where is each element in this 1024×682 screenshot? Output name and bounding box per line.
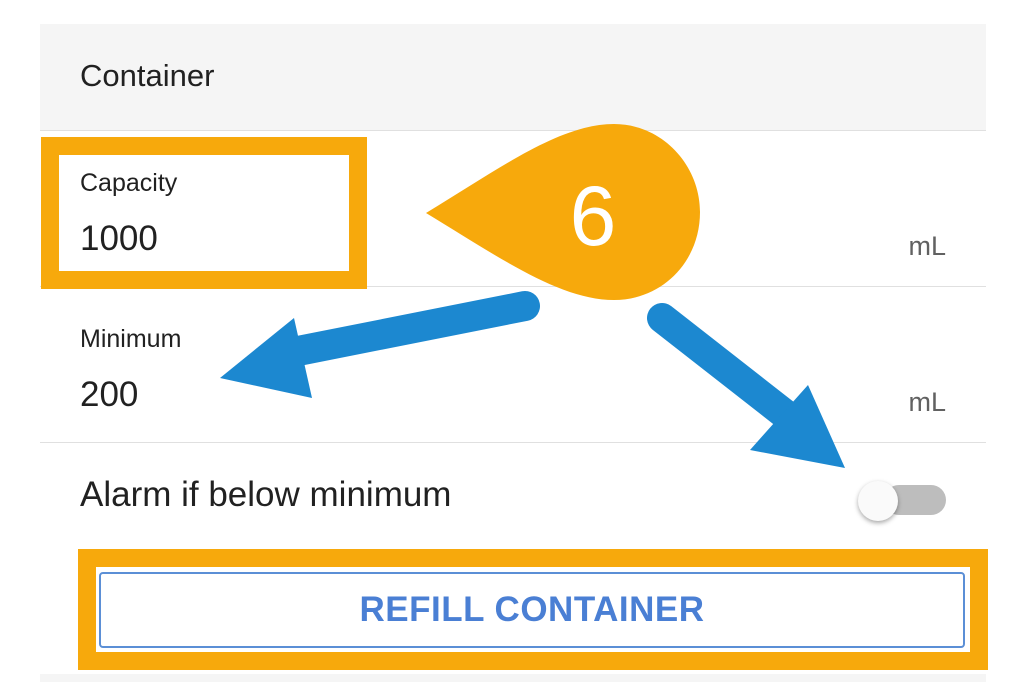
toggle-thumb — [858, 481, 898, 521]
refill-container-button[interactable]: REFILL CONTAINER — [99, 572, 965, 648]
alarm-row: Alarm if below minimum — [40, 443, 986, 549]
minimum-unit: mL — [908, 387, 946, 417]
minimum-input[interactable] — [80, 375, 800, 415]
capacity-label: Capacity — [80, 169, 178, 197]
alarm-label: Alarm if below minimum — [80, 475, 452, 514]
section-title: Container — [80, 58, 215, 93]
bottom-divider — [40, 674, 986, 682]
capacity-unit: mL — [908, 231, 946, 261]
section-header: Container — [40, 24, 986, 131]
minimum-row: Minimum mL — [40, 287, 986, 443]
container-settings-panel: Container Capacity mL Minimum mL Alarm i… — [40, 24, 986, 682]
capacity-input[interactable] — [80, 219, 800, 259]
alarm-toggle[interactable] — [858, 481, 948, 521]
minimum-label: Minimum — [80, 325, 182, 353]
capacity-row: Capacity mL — [40, 131, 986, 287]
